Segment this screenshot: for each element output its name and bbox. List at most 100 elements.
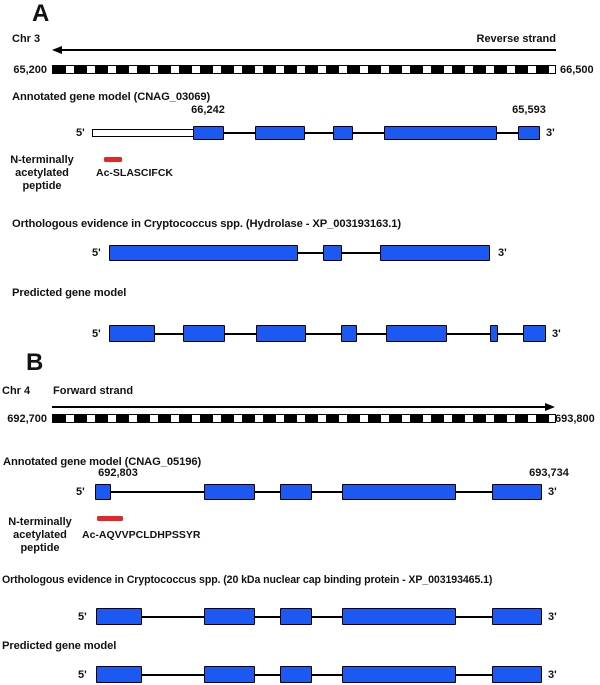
peptide-b-label-line: acetylated (13, 529, 67, 541)
forward-strand-arrow-line (52, 406, 547, 408)
ortholog-model-a-intron-line (297, 252, 324, 254)
annotated-model-a-exon-box (333, 126, 353, 140)
ortholog-title-b: Orthologous evidence in Cryptococcus spp… (2, 574, 493, 586)
ortholog-model-a-five-prime-label: 5' (92, 247, 101, 259)
ortholog-title-a: Orthologous evidence in Cryptococcus spp… (12, 218, 402, 230)
peptide-b-acetylated-mark (97, 516, 123, 521)
strand-label-b: Forward strand (53, 385, 134, 397)
ortholog-model-b-three-prime-label: 3' (548, 611, 557, 623)
predicted-title-a: Predicted gene model (12, 287, 127, 299)
predicted-model-a-five-prime-label: 5' (92, 328, 101, 340)
peptide-b-label-line: peptide (20, 542, 60, 554)
chromosome-start-a: 65,200 (13, 64, 47, 76)
predicted-model-b-exon-box (342, 666, 456, 683)
predicted-model-a-three-prime-label: 3' (552, 328, 561, 340)
chromosome-start-b: 692,700 (7, 413, 47, 425)
panel-b-label: B (26, 349, 44, 376)
ortholog-model-a-intron-line (341, 252, 381, 254)
ortholog-model-b-exon-box (492, 608, 542, 625)
chromosome-name-a: Chr 3 (12, 33, 41, 45)
reverse-strand-arrow-head-icon (52, 46, 62, 54)
predicted-model-b-exon-box (280, 666, 312, 683)
ortholog-model-b-exon-box (204, 608, 255, 625)
predicted-model-b-intron-line (455, 674, 493, 676)
chromosome-name-b: Chr 4 (2, 385, 31, 397)
chromosome-bar-b (52, 414, 556, 423)
predicted-model-b-intron-line (311, 674, 343, 676)
annotated-model-a-intron-line (496, 132, 519, 134)
annotated-model-b-exon-box (280, 484, 312, 500)
forward-strand-arrow-head-icon (545, 403, 555, 411)
annotated-model-a-five-prime-label: 5' (76, 127, 85, 139)
annotated-model-b-coordinate-label: 693,734 (529, 467, 569, 479)
ortholog-model-b-intron-line (311, 616, 343, 618)
strand-label-a: Reverse strand (476, 33, 557, 45)
annotated-model-a-intron-line (223, 132, 256, 134)
predicted-model-a-exon-box (341, 325, 357, 342)
predicted-model-b-exon-box (492, 666, 542, 683)
predicted-model-a-exon-box (386, 325, 447, 342)
predicted-model-b-exon-box (96, 666, 142, 683)
annotated-model-a-three-prime-label: 3' (546, 127, 555, 139)
annotated-model-b-exon-box (342, 484, 456, 500)
predicted-model-a-intron-line (154, 333, 184, 335)
chromosome-end-b: 693,800 (555, 413, 595, 425)
ortholog-model-b-exon-box (280, 608, 312, 625)
ortholog-model-b-exon-box (342, 608, 456, 625)
annotated-model-b-intron-line (110, 491, 205, 493)
ortholog-model-a-exon-box (323, 245, 342, 261)
predicted-model-a-intron-line (497, 333, 524, 335)
annotated-model-a-coordinate-label: 66,242 (191, 104, 225, 116)
predicted-title-b: Predicted gene model (2, 640, 117, 652)
predicted-model-a-exon-box (109, 325, 155, 342)
predicted-model-b-five-prime-label: 5' (78, 669, 87, 681)
peptide-a-label-line: peptide (22, 180, 62, 192)
peptide-a-label-line: acetylated (15, 167, 69, 179)
annotated-model-a-exon-box (384, 126, 497, 140)
chromosome-end-a: 66,500 (560, 64, 594, 76)
ortholog-model-b-intron-line (141, 616, 205, 618)
annotated-title-a: Annotated gene model (CNAG_03069) (12, 91, 211, 103)
annotated-model-a-coordinate-label: 65,593 (512, 104, 546, 116)
peptide-a-sequence: Ac-SLASCIFCK (96, 167, 174, 179)
annotated-model-b-intron-line (455, 491, 493, 493)
annotated-model-a-exon-box (255, 126, 305, 140)
annotated-model-a-intron-line (352, 132, 385, 134)
annotated-model-a-exon-box (193, 126, 224, 140)
predicted-model-a-exon-box (183, 325, 225, 342)
ortholog-model-b-five-prime-label: 5' (78, 611, 87, 623)
annotated-model-a-exon-box (518, 126, 540, 140)
annotated-model-b-five-prime-label: 5' (76, 486, 85, 498)
chromosome-bar-a (52, 65, 556, 74)
predicted-model-b-three-prime-label: 3' (548, 669, 557, 681)
panel-a-label: A (32, 0, 50, 27)
annotated-model-b-three-prime-label: 3' (548, 486, 557, 498)
predicted-model-a-intron-line (224, 333, 257, 335)
predicted-model-a-intron-line (356, 333, 387, 335)
predicted-model-a-exon-box (256, 325, 306, 342)
annotated-model-b-intron-line (254, 491, 281, 493)
peptide-a-acetylated-mark (104, 157, 122, 162)
predicted-model-b-exon-box (204, 666, 255, 683)
ortholog-model-b-intron-line (254, 616, 281, 618)
predicted-model-a-exon-box (523, 325, 546, 342)
peptide-b-sequence: Ac-AQVVPCLDHPSSYR (82, 529, 201, 541)
annotated-model-b-exon-box (95, 484, 111, 500)
ortholog-model-b-exon-box (96, 608, 142, 625)
annotated-model-b-exon-box (204, 484, 255, 500)
annotated-model-b-coordinate-label: 692,803 (98, 467, 138, 479)
ortholog-model-a-exon-box (109, 245, 298, 261)
annotated-model-a-utr-region (92, 129, 194, 137)
ortholog-model-b-intron-line (455, 616, 493, 618)
predicted-model-a-intron-line (446, 333, 491, 335)
predicted-model-b-intron-line (254, 674, 281, 676)
peptide-b-label-line: N-terminally (8, 516, 72, 528)
predicted-model-a-intron-line (305, 333, 342, 335)
annotated-title-b: Annotated gene model (CNAG_05196) (3, 456, 202, 468)
ortholog-model-a-exon-box (380, 245, 490, 261)
peptide-a-label-line: N-terminally (10, 154, 74, 166)
reverse-strand-arrow-line (59, 49, 556, 51)
